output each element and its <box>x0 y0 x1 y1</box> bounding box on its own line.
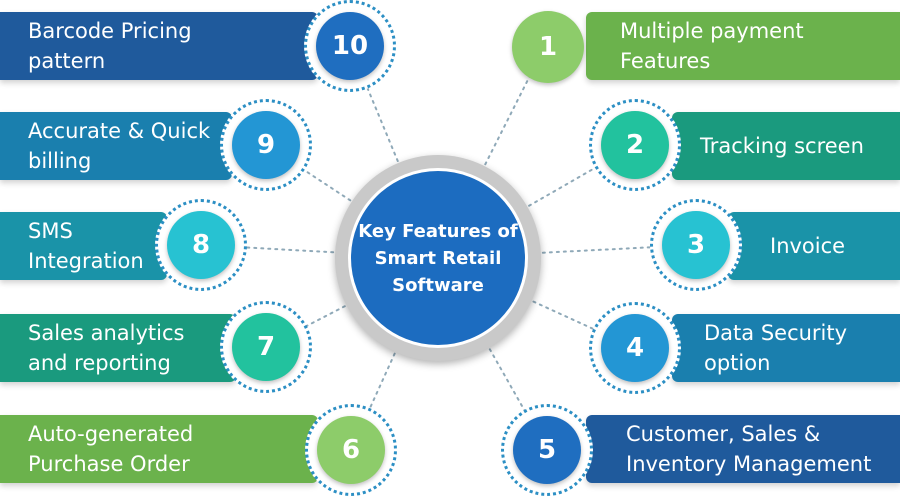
feature-label-1: Multiple payment Features <box>620 19 804 73</box>
center-hub: Key Features of Smart Retail Software <box>348 168 528 348</box>
feature-circle-9: 9 <box>220 99 312 191</box>
feature-number-2: 2 <box>601 111 669 179</box>
feature-circle-8: 8 <box>155 199 247 291</box>
feature-circle-1: 1 <box>502 1 594 93</box>
feature-label-10: Barcode Pricing pattern <box>28 19 192 73</box>
feature-label-3: Invoice <box>770 234 846 258</box>
feature-label-4: Data Security option <box>704 321 848 375</box>
feature-bar-1: Multiple payment Features <box>586 12 900 80</box>
feature-number-4: 4 <box>601 314 669 382</box>
feature-label-5: Customer, Sales & Inventory Management <box>626 422 872 476</box>
center-title: Key Features of Smart Retail Software <box>358 220 518 296</box>
feature-bar-7: Sales analytics and reporting <box>0 314 236 382</box>
feature-circle-10: 10 <box>304 0 396 92</box>
feature-number-9: 9 <box>232 111 300 179</box>
feature-bar-4: Data Security option <box>672 314 900 382</box>
feature-circle-3: 3 <box>650 199 742 291</box>
feature-label-7: Sales analytics and reporting <box>28 321 185 375</box>
feature-circle-2: 2 <box>589 99 681 191</box>
feature-number-10: 10 <box>316 12 384 80</box>
feature-circle-6: 6 <box>305 404 397 496</box>
feature-circle-4: 4 <box>589 302 681 394</box>
feature-number-8: 8 <box>167 211 235 279</box>
feature-circle-5: 5 <box>501 404 593 496</box>
center-hub-ring: Key Features of Smart Retail Software <box>335 155 541 361</box>
feature-circle-7: 7 <box>220 301 312 393</box>
feature-label-8: SMS Integration <box>28 219 144 273</box>
feature-bar-10: Barcode Pricing pattern <box>0 12 318 80</box>
feature-number-5: 5 <box>513 416 581 484</box>
feature-bar-9: Accurate & Quick billing <box>0 112 232 180</box>
feature-number-7: 7 <box>232 313 300 381</box>
feature-bar-5: Customer, Sales & Inventory Management <box>586 415 900 483</box>
feature-bar-6: Auto-generated Purchase Order <box>0 415 318 483</box>
feature-label-9: Accurate & Quick billing <box>28 119 211 173</box>
feature-bar-8: SMS Integration <box>0 212 167 280</box>
feature-number-3: 3 <box>662 211 730 279</box>
feature-label-2: Tracking screen <box>700 134 864 158</box>
feature-bar-3: Invoice <box>728 212 900 280</box>
feature-number-6: 6 <box>317 416 385 484</box>
feature-number-1: 1 <box>512 11 584 83</box>
feature-label-6: Auto-generated Purchase Order <box>28 422 194 476</box>
feature-bar-2: Tracking screen <box>672 112 900 180</box>
